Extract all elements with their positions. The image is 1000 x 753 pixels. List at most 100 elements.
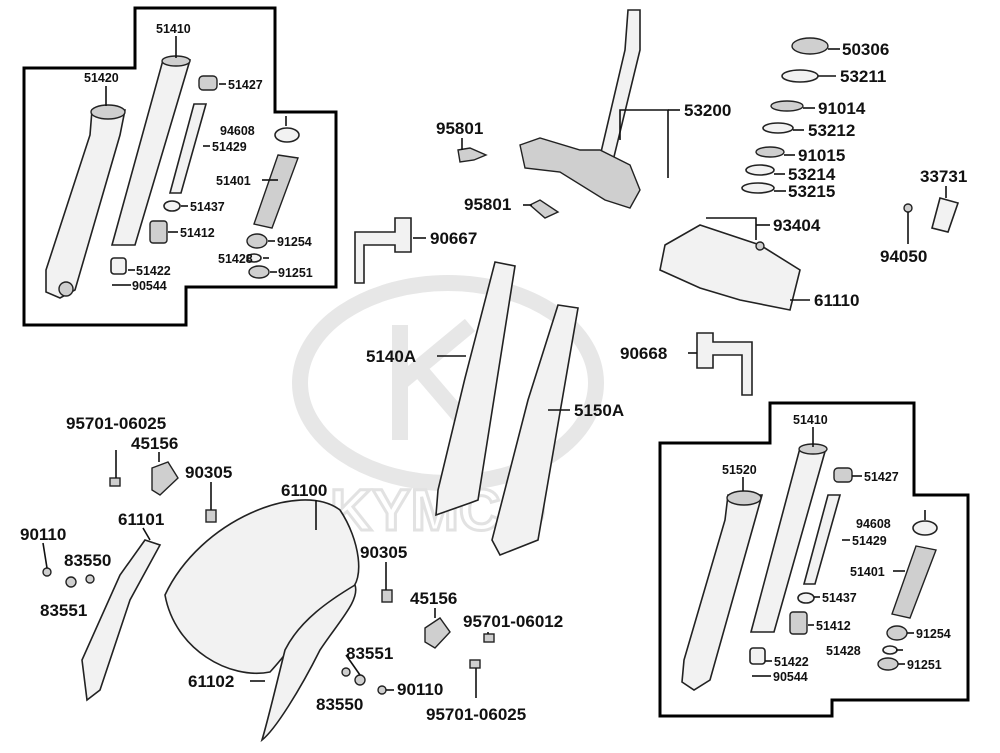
label-51420: 51420 bbox=[84, 71, 119, 85]
bolt-95801-b bbox=[528, 199, 560, 219]
fender-61102 bbox=[260, 583, 357, 743]
label-93404: 93404 bbox=[773, 216, 821, 235]
bolt-95701-06025-b bbox=[469, 659, 481, 669]
piece-51422 bbox=[110, 257, 127, 275]
bolt-95701-06025-a bbox=[109, 477, 121, 487]
race-53212 bbox=[762, 122, 794, 134]
label-94608-left: 94608 bbox=[220, 124, 255, 138]
label-51429-right: 51429 bbox=[852, 534, 887, 548]
clip-51437-r bbox=[797, 592, 815, 604]
label-90544-right: 90544 bbox=[773, 670, 808, 684]
label-5140A: 5140A bbox=[366, 347, 416, 366]
ring-94608 bbox=[274, 127, 300, 143]
leader-lines bbox=[42, 36, 947, 698]
washer-53215 bbox=[741, 182, 775, 194]
bracket-90667 bbox=[354, 217, 412, 284]
label-51412-left: 51412 bbox=[180, 226, 215, 240]
fork-inner-tube-51410-r bbox=[749, 447, 828, 633]
left-fork-parts bbox=[45, 55, 300, 299]
label-51412-right: 51412 bbox=[816, 619, 851, 633]
label-53212: 53212 bbox=[808, 121, 855, 140]
label-90110-left: 90110 bbox=[20, 525, 66, 544]
label-33731: 33731 bbox=[920, 167, 967, 186]
fender-parts bbox=[42, 461, 495, 743]
label-51410-left: 51410 bbox=[156, 22, 191, 36]
clip-90305-b bbox=[381, 589, 393, 603]
label-45156-upper: 45156 bbox=[131, 434, 178, 453]
bracket-90668 bbox=[696, 332, 753, 396]
steering-stem-53200 bbox=[596, 9, 641, 166]
label-53214: 53214 bbox=[788, 165, 836, 184]
label-53200: 53200 bbox=[684, 101, 731, 120]
label-61110: 61110 bbox=[814, 291, 859, 310]
seal-91254 bbox=[246, 233, 268, 249]
label-50306: 50306 bbox=[842, 40, 889, 59]
label-90305-upper: 90305 bbox=[185, 463, 232, 482]
washer-51428-r bbox=[882, 645, 898, 655]
label-91251-left: 91251 bbox=[278, 266, 313, 280]
label-95701-06025-lower: 95701-06025 bbox=[426, 705, 526, 724]
ring-94608-r bbox=[912, 520, 938, 536]
spring-51412 bbox=[149, 220, 168, 244]
label-94050: 94050 bbox=[880, 247, 927, 266]
label-51428-left: 51428 bbox=[218, 252, 253, 266]
label-61102: 61102 bbox=[188, 672, 234, 691]
label-5150A: 5150A bbox=[574, 401, 624, 420]
label-83551-lower: 83551 bbox=[346, 644, 393, 663]
label-61101: 61101 bbox=[118, 510, 164, 529]
label-91254-right: 91254 bbox=[916, 627, 951, 641]
washer-51428 bbox=[246, 253, 262, 263]
label-90668: 90668 bbox=[620, 344, 667, 363]
label-51437-left: 51437 bbox=[190, 200, 225, 214]
screw-90110-a bbox=[42, 567, 52, 577]
label-90667: 90667 bbox=[430, 229, 477, 248]
label-53215: 53215 bbox=[788, 182, 835, 201]
nut-83551-a bbox=[65, 576, 77, 588]
label-45156-lower: 45156 bbox=[410, 589, 457, 608]
label-51422-right: 51422 bbox=[774, 655, 809, 669]
piece-51422-r bbox=[749, 647, 766, 665]
steering-parts bbox=[354, 9, 960, 396]
bearing-91015 bbox=[755, 146, 785, 158]
fork-outer-tube-51520 bbox=[681, 494, 764, 691]
nut-53211 bbox=[781, 69, 819, 83]
cap-51427-r bbox=[833, 467, 853, 483]
reflector-33731 bbox=[931, 197, 960, 233]
label-91251-right: 91251 bbox=[907, 658, 942, 672]
bolt-95701-06012 bbox=[483, 633, 495, 643]
label-94608-right: 94608 bbox=[856, 517, 891, 531]
washer-83550-a bbox=[85, 574, 95, 584]
bolt-95801-a bbox=[457, 147, 488, 163]
label-91014: 91014 bbox=[818, 99, 866, 118]
label-95801-upper: 95801 bbox=[436, 119, 483, 138]
spring-51401-r bbox=[891, 545, 937, 619]
label-95801-lower: 95801 bbox=[464, 195, 511, 214]
screw-93404 bbox=[755, 241, 765, 251]
seal-91251-r bbox=[877, 657, 899, 671]
spring-51401 bbox=[253, 154, 299, 229]
bearing-91014 bbox=[770, 100, 804, 112]
race-53214 bbox=[745, 164, 775, 176]
label-83550-left: 83550 bbox=[64, 551, 111, 570]
label-83551-left: 83551 bbox=[40, 601, 87, 620]
part-labels: 51410 51420 51427 94608 51429 51401 5143… bbox=[20, 22, 967, 724]
bracket-45156-b bbox=[424, 617, 451, 649]
label-90110-lower: 90110 bbox=[397, 680, 443, 699]
label-51428-right: 51428 bbox=[826, 644, 861, 658]
nut-50306 bbox=[791, 37, 829, 55]
label-90544-left: 90544 bbox=[132, 279, 167, 293]
nut-83551-b bbox=[354, 674, 366, 686]
fork-outer-tube-51420 bbox=[45, 109, 126, 299]
label-91015: 91015 bbox=[798, 146, 845, 165]
label-51429-left: 51429 bbox=[212, 140, 247, 154]
cover-61110 bbox=[659, 224, 801, 311]
fork-leg-5140A bbox=[435, 261, 516, 517]
screw-90110-b bbox=[377, 685, 387, 695]
label-51437-right: 51437 bbox=[822, 591, 857, 605]
washer-83550-b bbox=[341, 667, 351, 677]
label-61100: 61100 bbox=[281, 481, 327, 500]
label-51427-right: 51427 bbox=[864, 470, 899, 484]
fender-61100 bbox=[164, 499, 360, 674]
fork-legs bbox=[435, 261, 579, 557]
